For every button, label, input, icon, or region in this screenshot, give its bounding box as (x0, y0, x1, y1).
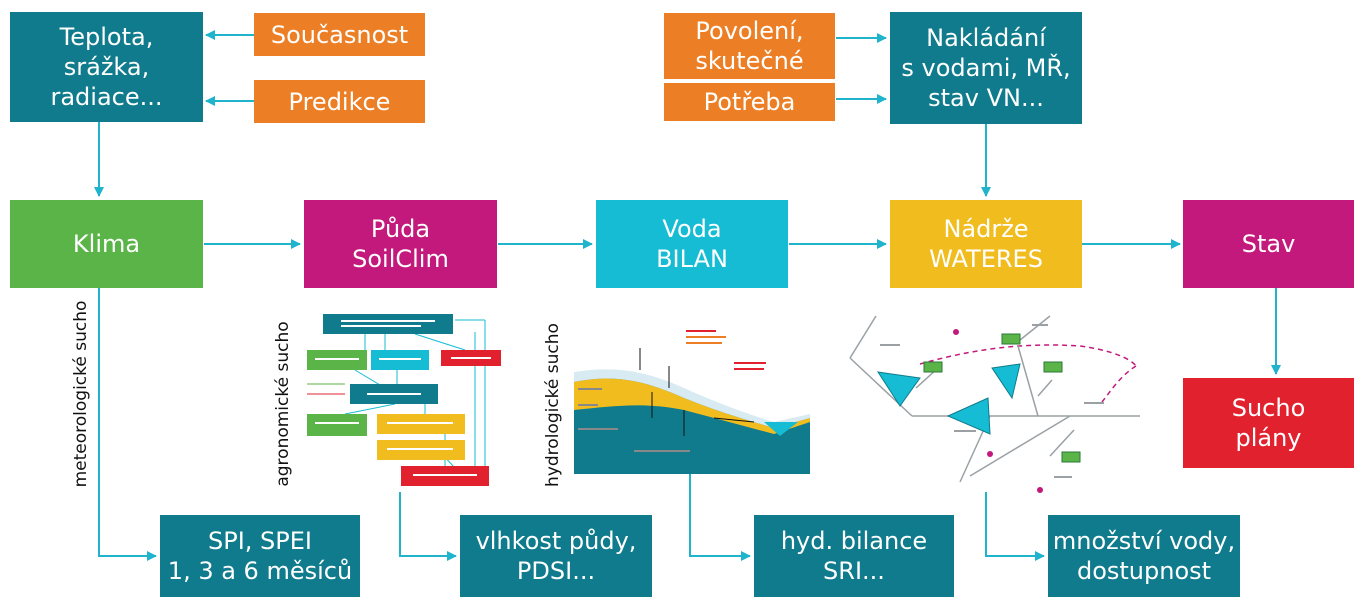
water-use-line: s vodami, MŘ, (901, 54, 1071, 82)
spi-line: 1, 3 a 6 měsíců (167, 557, 353, 585)
permits-box: Povolení, skutečné (664, 13, 835, 79)
present-label: Současnost (270, 20, 409, 49)
klima-label: Klima (72, 230, 141, 258)
water-use-box: Nakládání s vodami, MŘ, stav VN... (890, 12, 1082, 124)
soil-line: PDSI... (516, 557, 596, 585)
water-use-line: Nakládání (926, 24, 1046, 52)
sucho-plany-box: Sucho plány (1183, 378, 1354, 468)
climate-variables-line: srážka, (63, 53, 150, 81)
spi-box: SPI, SPEI 1, 3 a 6 měsíců (160, 515, 360, 597)
nadrze-line: WATERES (929, 245, 1043, 273)
klima-box: Klima (10, 200, 203, 288)
climate-variables-line: Teplota, (59, 23, 154, 51)
puda-box: Půda SoilClim (304, 200, 497, 288)
stav-label: Stav (1241, 230, 1296, 258)
demand-label: Potřeba (703, 88, 796, 116)
soil-line: vlhkost půdy, (475, 527, 637, 555)
hyd-balance-box: hyd. bilance SRI... (754, 515, 954, 597)
soilclim-flowchart-figure (307, 314, 501, 486)
sucho-line: plány (1235, 424, 1302, 452)
voda-box: Voda BILAN (596, 200, 788, 288)
voda-line: BILAN (656, 245, 728, 273)
nadrze-line: Nádrže (943, 215, 1029, 243)
permits-line: skutečné (695, 47, 804, 75)
demand-box: Potřeba (664, 83, 835, 121)
prediction-label: Predikce (288, 87, 391, 116)
water-line: dostupnost (1076, 557, 1212, 585)
hyd-line: SRI... (823, 557, 885, 585)
stav-box: Stav (1183, 200, 1354, 288)
water-use-line: stav VN... (928, 84, 1044, 112)
agro-drought-label: agronomické sucho (273, 321, 293, 487)
climate-variables-box: Teplota, srážka, radiace... (10, 12, 203, 122)
puda-line: SoilClim (352, 245, 449, 273)
water-quantity-box: množství vody, dostupnost (1048, 515, 1240, 597)
soil-moisture-box: vlhkost půdy, PDSI... (460, 515, 652, 597)
prediction-box: Predikce (254, 80, 425, 123)
wateres-schematic-figure (849, 315, 1140, 493)
voda-line: Voda (662, 215, 722, 243)
climate-variables-line: radiace... (50, 83, 163, 111)
hydro-drought-label: hydrologické sucho (543, 323, 563, 487)
sucho-line: Sucho (1231, 394, 1306, 422)
arrow-nadrze-to-water (985, 492, 1045, 561)
arrow-voda-to-hyd (689, 472, 751, 561)
puda-line: Půda (370, 215, 431, 243)
bilan-cross-section-figure (574, 330, 810, 474)
nadrze-box: Nádrže WATERES (890, 200, 1082, 288)
arrow-klima-to-spi (98, 288, 157, 561)
arrow-puda-to-soil (399, 492, 457, 561)
water-line: množství vody, (1052, 527, 1236, 555)
spi-line: SPI, SPEI (207, 527, 312, 555)
present-box: Současnost (254, 13, 425, 56)
permits-line: Povolení, (695, 17, 804, 45)
meteo-drought-label: meteorologické sucho (71, 300, 91, 488)
hyd-line: hyd. bilance (780, 527, 928, 555)
